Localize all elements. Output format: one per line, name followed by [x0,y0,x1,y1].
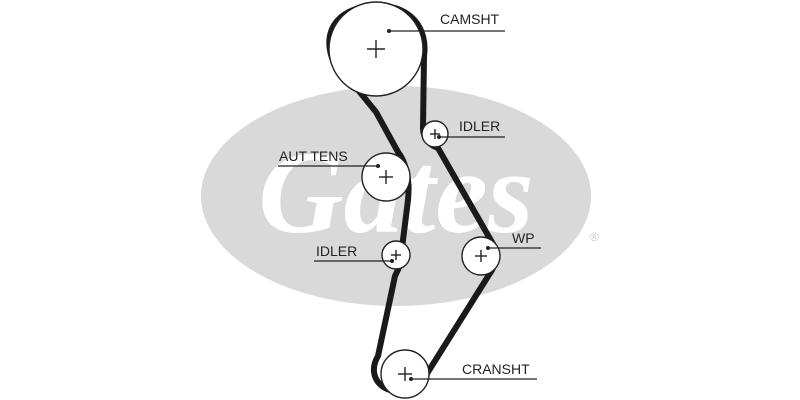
idler-bottom-label: IDLER [316,243,357,259]
crankshaft-pulley [380,349,430,399]
idler-bottom-pulley [381,240,411,270]
camshaft-pulley [328,1,424,97]
registered-mark: ® [590,230,599,244]
auto-tensioner-pulley [361,152,411,202]
camshaft-label: CAMSHT [440,11,500,27]
water-pump-label: WP [512,230,535,246]
water-pump-pulley [461,236,501,276]
auto-tensioner-label: AUT TENS [279,148,348,164]
idler-top-label: IDLER [459,118,500,134]
idler-top-pulley [421,120,449,148]
crankshaft-label: CRANSHT [462,361,530,377]
